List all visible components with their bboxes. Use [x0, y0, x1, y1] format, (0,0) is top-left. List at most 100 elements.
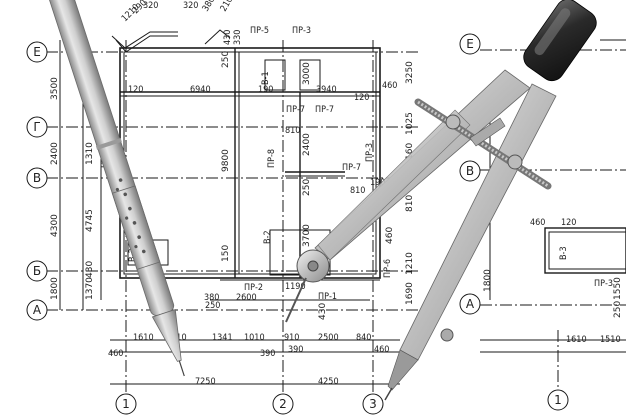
dim-text: 460	[385, 227, 395, 244]
axis-label: Е	[33, 45, 41, 59]
dim-text: 4745	[85, 209, 95, 232]
dim-text: 1610	[566, 335, 587, 345]
room-label: ПР-1	[318, 292, 337, 302]
dim-text: 1800	[483, 269, 493, 292]
dim-text: 4300	[50, 214, 60, 237]
dim-text: 330	[233, 30, 243, 45]
dim-text: 430	[223, 30, 233, 45]
room-label: ПР-2	[244, 283, 263, 293]
room-label: ПР-6	[383, 259, 393, 278]
dim-text: 1210	[405, 252, 415, 275]
dim-text: 1510	[600, 335, 621, 345]
dim-text: 840	[356, 333, 371, 343]
dim-text: 120	[354, 93, 369, 103]
dim-text: 1800	[50, 277, 60, 300]
dim-text: 9800	[221, 149, 231, 172]
axis-label: В	[466, 164, 474, 178]
axis-label: А	[466, 297, 475, 311]
dim-text: 3700	[302, 224, 312, 247]
axis-marker-v	[26, 167, 48, 189]
dim-text: 3250	[405, 61, 415, 84]
dim-text: 4250	[318, 377, 339, 387]
axis-label: Г	[33, 120, 40, 134]
axis-label: 1	[122, 397, 130, 411]
dim-text: 250	[302, 179, 312, 196]
dim-text: 2600	[236, 293, 257, 303]
dim-text: 390	[260, 349, 275, 359]
axis-marker-e	[26, 41, 48, 63]
dim-text: 3940	[316, 85, 337, 95]
dim-text: 210	[219, 0, 235, 14]
dim-text: 1010	[244, 333, 265, 343]
axis-marker-g	[26, 116, 48, 138]
axis-marker-right-a	[459, 293, 481, 315]
axis-marker-a	[26, 299, 48, 321]
axis-marker-b	[26, 260, 48, 282]
dim-text: 460	[374, 345, 389, 355]
dim-text: 430	[85, 261, 95, 278]
room-label: В-2	[263, 230, 273, 244]
room-label: ПР-5	[250, 26, 269, 36]
dim-text: 160	[405, 143, 415, 160]
dim-text: 1341	[212, 333, 233, 343]
dim-text: 810	[285, 126, 300, 136]
room-label: ПР-3	[365, 143, 375, 162]
dim-text: 250	[205, 301, 220, 311]
dim-text: 390	[288, 345, 303, 355]
dim-text: 6940	[190, 85, 211, 95]
axis-label: Б	[33, 264, 41, 278]
axis-label: 2	[279, 397, 287, 411]
dim-text: 1550	[613, 277, 623, 300]
dim-text: 120	[128, 85, 143, 95]
dim-text: 190	[258, 85, 273, 95]
room-label: ПР-3	[594, 279, 613, 289]
dim-text: 3000	[302, 62, 312, 85]
dim-text: 3500	[50, 77, 60, 100]
dim-text: 190	[370, 178, 385, 188]
dim-text: 2400	[302, 133, 312, 156]
axis-label: В	[33, 171, 41, 185]
dim-text: 1610	[133, 333, 154, 343]
dim-text: 7250	[195, 377, 216, 387]
dim-text: 810	[405, 195, 415, 212]
axis-label: Е	[466, 37, 474, 51]
axis-marker-1	[115, 393, 137, 415]
dim-text: 2400	[50, 142, 60, 165]
dim-text: 120	[561, 218, 576, 228]
dim-text: 380	[204, 293, 219, 303]
dim-text: 250	[221, 51, 231, 68]
room-label: В-3	[559, 246, 569, 260]
dim-text: 320	[143, 1, 158, 11]
dim-text: 1190	[285, 282, 306, 292]
axis-label: А	[33, 303, 42, 317]
room-label: ПР-8	[267, 149, 277, 168]
room-label: ПР-3	[292, 26, 311, 36]
dim-text: 910	[284, 333, 299, 343]
room-label: ПР-7	[342, 163, 361, 173]
pen	[48, 0, 185, 377]
axis-marker-2	[272, 393, 294, 415]
dim-text: 320	[183, 1, 198, 11]
dim-text: 2500	[318, 333, 339, 343]
room-label: ПР-7	[286, 105, 305, 115]
axis-marker-right-1	[547, 389, 569, 411]
dim-text: 1025	[405, 112, 415, 135]
dim-text: 430	[318, 303, 328, 320]
dim-text: 1310	[85, 142, 95, 165]
dim-text: 810	[350, 186, 365, 196]
dim-text: 460	[382, 81, 397, 91]
dim-text: 460	[530, 218, 545, 228]
axis-label: 1	[554, 393, 562, 407]
axis-marker-3	[362, 393, 384, 415]
axis-marker-right-e	[459, 33, 481, 55]
dim-text: 250	[613, 301, 623, 318]
dim-text: 1690	[405, 282, 415, 305]
room-label: В-1	[261, 71, 271, 85]
dim-text: 150	[221, 245, 231, 262]
dim-text: 1370	[85, 277, 95, 300]
dim-text: 380	[201, 0, 217, 14]
room-label: ПР-7	[315, 105, 334, 115]
dim-text: 460	[108, 349, 123, 359]
